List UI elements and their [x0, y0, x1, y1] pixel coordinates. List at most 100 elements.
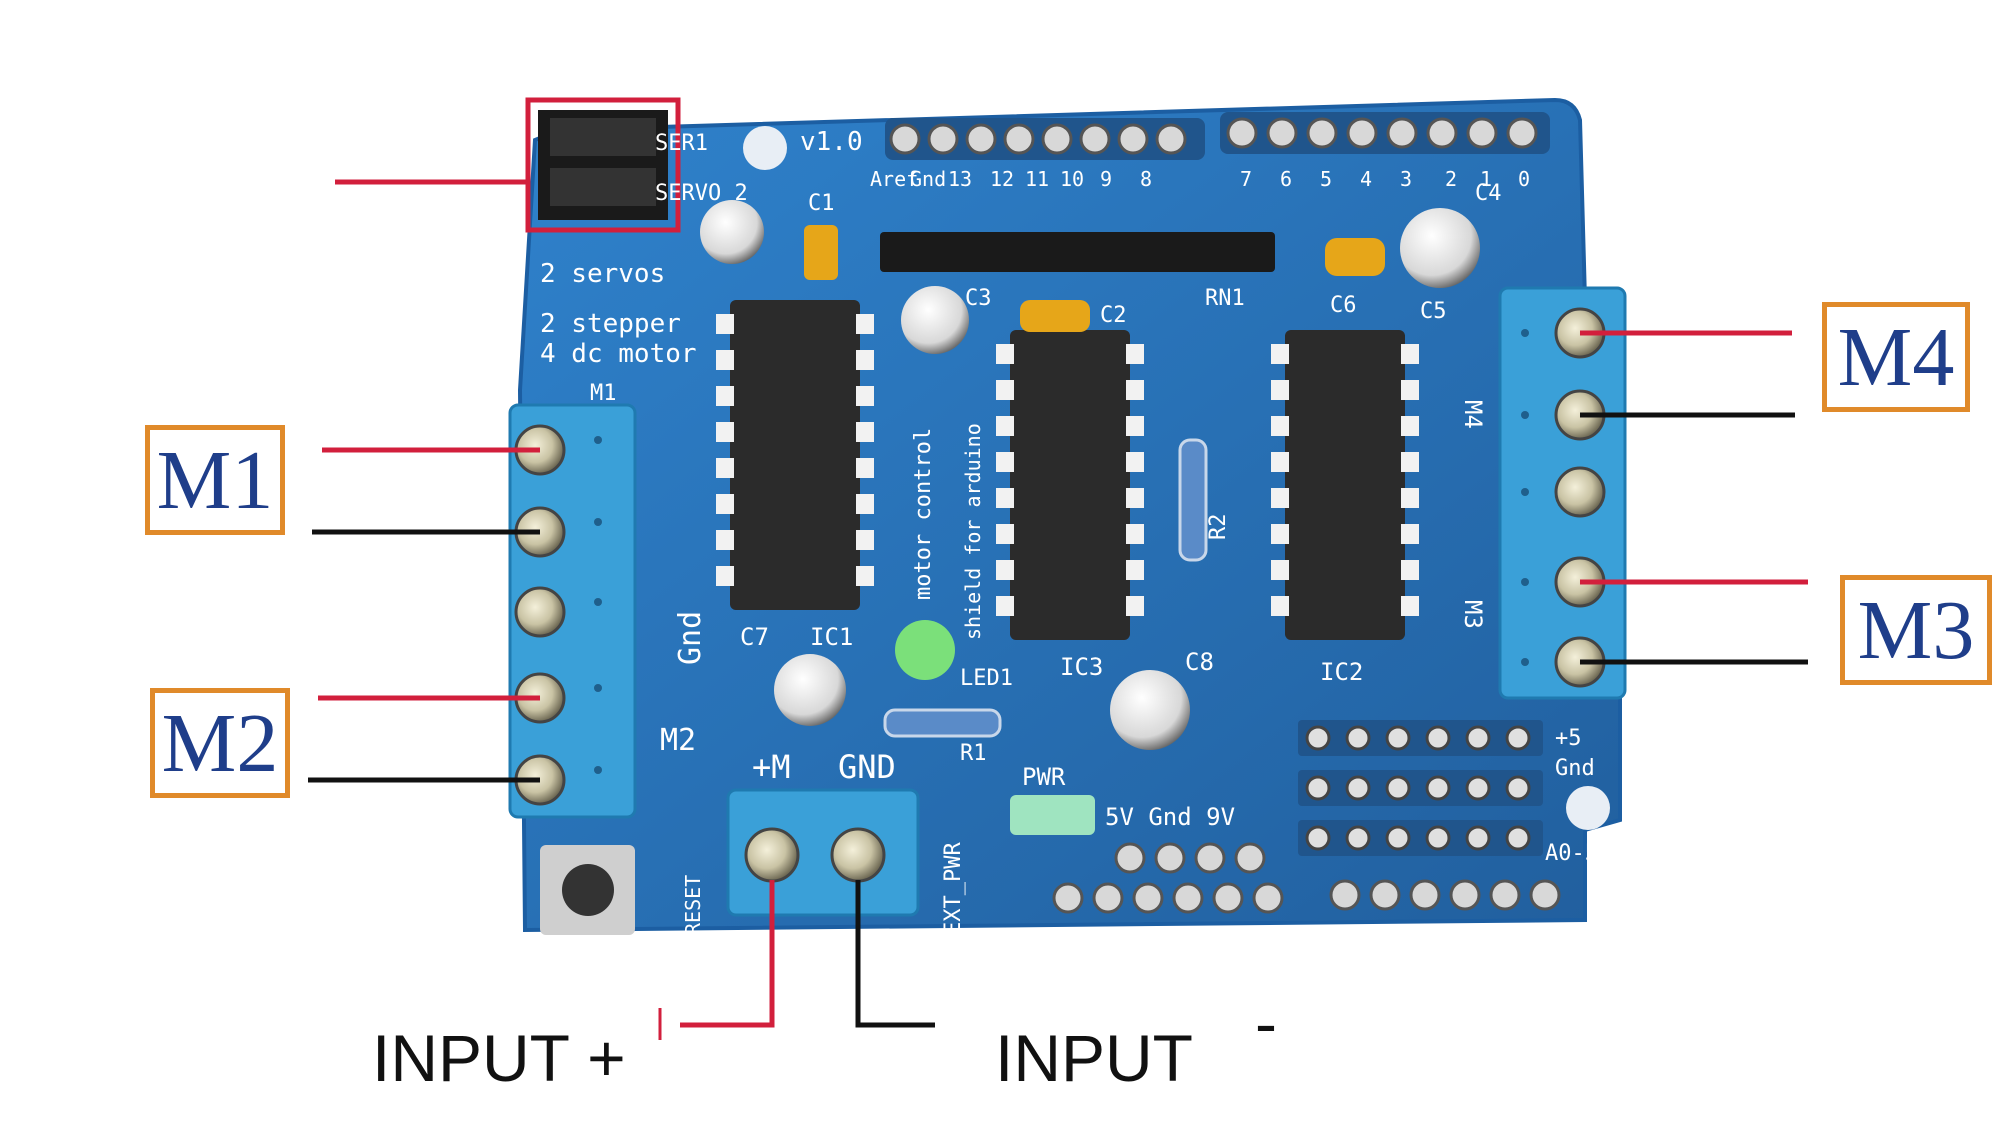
ic-pin [1126, 452, 1144, 472]
gnd-label: GND [838, 748, 896, 786]
m1-silk: M1 [590, 381, 617, 406]
input-minus-wire [855, 880, 935, 1028]
terminal-dot [594, 766, 602, 774]
ic-pin [1126, 380, 1144, 400]
header-pin [1132, 882, 1164, 914]
ic-pin [1401, 524, 1419, 544]
ic-pin [996, 416, 1014, 436]
shield-text: shield for arduino [961, 423, 985, 640]
rn1-label: RN1 [1205, 286, 1245, 311]
pin-label: 3 [1400, 167, 1412, 191]
header-pin [1489, 879, 1521, 911]
header-pin [1465, 825, 1491, 851]
analog-header-grid [1298, 720, 1543, 856]
pin-label: 7 [1240, 167, 1252, 191]
ic-pin [856, 458, 874, 478]
header-pin [965, 123, 997, 155]
led1 [895, 620, 955, 680]
header-pin [1346, 117, 1378, 149]
gnd-right-label: Gnd [1555, 756, 1595, 781]
header-pin [1345, 775, 1371, 801]
ic-pin [856, 494, 874, 514]
ic-pin [716, 314, 734, 334]
header-pin [1041, 123, 1073, 155]
header-pin [1529, 879, 1561, 911]
resistor-r1 [883, 708, 1002, 738]
led1-label: LED1 [960, 666, 1013, 691]
input-plus-label: INPUT + [372, 1021, 626, 1095]
ic-pin [1271, 452, 1289, 472]
c7-label: C7 [740, 623, 769, 651]
ic-pin [1126, 344, 1144, 364]
top-header-left [885, 118, 1205, 160]
header-pin [1425, 775, 1451, 801]
ic-pin [716, 422, 734, 442]
m1-label: M1 [145, 425, 285, 535]
pwr-jumper [1010, 795, 1095, 835]
motor-control-text: motor control [911, 428, 936, 600]
header-pin [1345, 725, 1371, 751]
bottom-headers [1052, 842, 1561, 914]
input-minus-sign: - [1255, 986, 1277, 1060]
terminal-block-right [1498, 286, 1627, 700]
ic-pin [1401, 596, 1419, 616]
m2-silk: M2 [660, 723, 696, 758]
c1-label: C1 [808, 191, 835, 216]
reset-button [540, 845, 635, 935]
pin-label: 5 [1320, 167, 1332, 191]
pin-label: 0 [1518, 167, 1530, 191]
reset-label: RESET [681, 875, 705, 935]
ic-pin [1126, 524, 1144, 544]
header-pin [1505, 825, 1531, 851]
header-pin [1234, 842, 1266, 874]
c2-label: C2 [1100, 303, 1127, 328]
header-pin [1079, 123, 1111, 155]
m4-silk: M4 [1459, 400, 1487, 429]
header-pin [1385, 775, 1411, 801]
header-pin [1092, 882, 1124, 914]
pin-label: 13 [948, 167, 972, 191]
ic1-chip [716, 300, 874, 610]
terminal-dot [594, 598, 602, 606]
ic-pin [716, 530, 734, 550]
plus5-label: +5 [1555, 726, 1582, 751]
ic-pin [716, 350, 734, 370]
header-pin [1426, 117, 1458, 149]
mounting-hole-right [1566, 786, 1610, 830]
capacitor-c1 [804, 225, 838, 280]
servo-header [525, 97, 681, 233]
header-pin [1226, 117, 1258, 149]
capacitor-c1-large [700, 200, 764, 264]
ic-pin [716, 386, 734, 406]
m4-label: M4 [1822, 302, 1970, 412]
capacitor-c5 [1400, 208, 1480, 288]
pin-label: 12 [990, 167, 1014, 191]
header-pin [1329, 879, 1361, 911]
ic-pin [856, 386, 874, 406]
terminal-dot [1521, 411, 1529, 419]
header-pin [1305, 825, 1331, 851]
ic-pin [1271, 344, 1289, 364]
ic3-label: IC3 [1060, 653, 1103, 681]
ic-pin [996, 452, 1014, 472]
header-pin [1385, 725, 1411, 751]
power-pins-label: 5V Gnd 9V [1105, 803, 1235, 831]
top-header-right [1220, 112, 1550, 154]
ic-pin [1126, 596, 1144, 616]
c6-label: C6 [1330, 293, 1357, 318]
ic-pin [1401, 380, 1419, 400]
header-pin [1386, 117, 1418, 149]
terminal-dot [594, 518, 602, 526]
header-pin [1305, 775, 1331, 801]
terminal-screw [514, 586, 566, 638]
header-pin [1369, 879, 1401, 911]
pin-label: 8 [1140, 167, 1152, 191]
terminal-screw [1554, 466, 1606, 518]
header-pin [1194, 842, 1226, 874]
plus-m-label: +M [752, 748, 791, 786]
mounting-hole-top [743, 126, 787, 170]
pin-label: 10 [1060, 167, 1084, 191]
header-pin [1425, 825, 1451, 851]
capacitor-large-left [774, 654, 846, 726]
